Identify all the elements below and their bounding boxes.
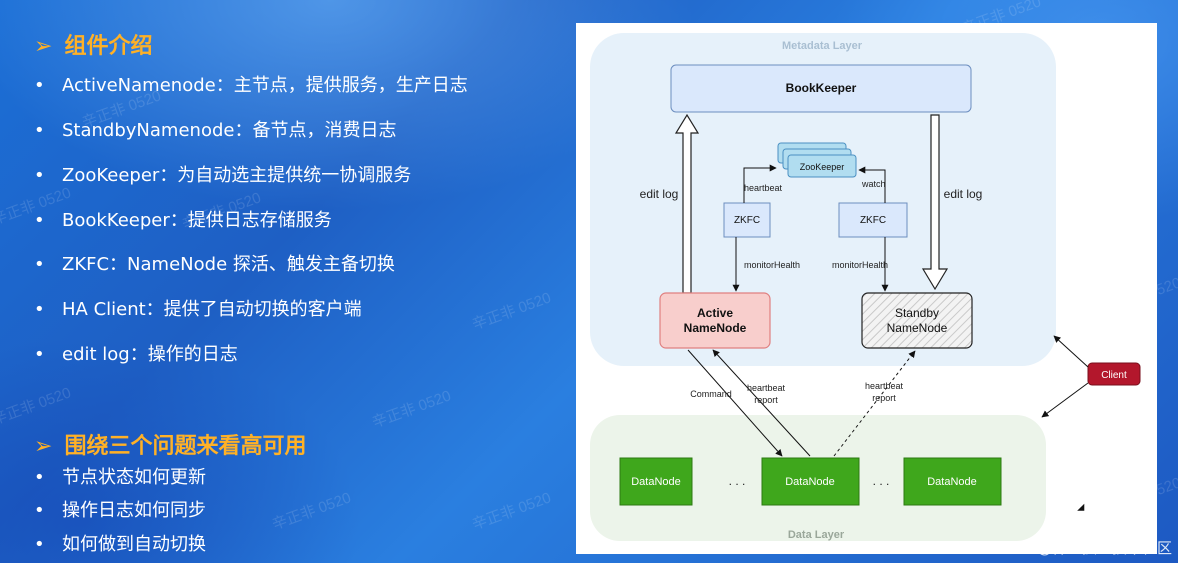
list-item-text: BookKeeper：提供日志存储服务 xyxy=(62,210,332,231)
list-item-text: 节点状态如何更新 xyxy=(62,467,206,488)
ellipsis-right: . . . xyxy=(873,474,890,488)
list-item-text: StandbyNamenode：备节点，消费日志 xyxy=(62,120,397,141)
list-item-text: 如何做到自动切换 xyxy=(62,534,206,555)
datanode-box xyxy=(619,457,693,506)
list-item: • BookKeeper：提供日志存储服务 xyxy=(34,206,332,232)
watch-label: watch xyxy=(861,179,886,189)
datanode-box xyxy=(903,457,1002,506)
section-title-text: 围绕三个问题来看高可用 xyxy=(64,434,307,459)
list-item: • ZKFC：NameNode 探活、触发主备切换 xyxy=(34,250,395,276)
active-namenode-line1: Active xyxy=(697,306,733,320)
edit-log-left-label: edit log xyxy=(640,187,679,201)
data-layer-label: Data Layer xyxy=(788,529,845,541)
edit-log-down-arrow xyxy=(921,114,949,291)
architecture-diagram-panel: Metadata Layer Data Layer BookKeeper edi… xyxy=(576,23,1157,554)
zookeeper-label: ZooKeeper xyxy=(800,162,845,172)
watch-arrow xyxy=(858,166,886,203)
list-item: • HA Client：提供了自动切换的客户端 xyxy=(34,295,362,321)
bullet-icon: • xyxy=(34,254,45,275)
client-label: Client xyxy=(1101,370,1127,381)
list-item-text: 操作日志如何同步 xyxy=(62,500,206,521)
standby-namenode-line2: NameNode xyxy=(887,321,948,335)
datanode-label: DataNode xyxy=(785,476,835,488)
list-item-text: ZooKeeper：为自动选主提供统一协调服务 xyxy=(62,165,412,186)
heartbeat-report-standby-arrow xyxy=(833,350,916,457)
list-item-text: edit log：操作的日志 xyxy=(62,344,238,365)
heartbeat-report-2-line2: report xyxy=(872,393,896,403)
bullet-icon: • xyxy=(34,75,45,96)
edit-log-up-arrow xyxy=(674,113,700,294)
list-item-text: ZKFC：NameNode 探活、触发主备切换 xyxy=(62,254,395,275)
architecture-diagram: Metadata Layer Data Layer BookKeeper edi… xyxy=(590,33,1141,541)
bullet-icon: • xyxy=(34,500,45,521)
heartbeat-label: heartbeat xyxy=(744,183,783,193)
section-title-components: ➢ 组件介绍 xyxy=(34,28,152,60)
datanode-label: DataNode xyxy=(631,476,681,488)
list-item: • edit log：操作的日志 xyxy=(34,340,238,366)
datanode-label: DataNode xyxy=(927,476,977,488)
list-item: • ActiveNamenode：主节点，提供服务，生产日志 xyxy=(34,71,468,97)
list-item-text: ActiveNamenode：主节点，提供服务，生产日志 xyxy=(62,75,468,96)
section-title-text: 组件介绍 xyxy=(64,34,153,59)
bullet-icon: • xyxy=(34,165,45,186)
active-namenode-line2: NameNode xyxy=(684,321,747,335)
list-item: • 节点状态如何更新 xyxy=(34,463,206,489)
standby-namenode-box xyxy=(861,292,973,349)
bullet-icon: • xyxy=(34,210,45,231)
client-box xyxy=(1087,362,1141,386)
arrow-bullet-icon: ➢ xyxy=(34,434,53,459)
bullet-icon: • xyxy=(34,344,45,365)
list-item: • 操作日志如何同步 xyxy=(34,496,206,522)
heartbeat-arrow xyxy=(743,164,777,203)
ellipsis-left: . . . xyxy=(729,474,746,488)
arrow-bullet-icon: ➢ xyxy=(34,34,53,59)
zkfc-left-box xyxy=(723,202,771,238)
client-to-metadata-arrow xyxy=(1053,335,1089,368)
section-title-questions: ➢ 围绕三个问题来看高可用 xyxy=(34,428,306,460)
list-item-text: HA Client：提供了自动切换的客户端 xyxy=(62,299,362,320)
bookkeeper-box xyxy=(670,64,972,113)
bullet-icon: • xyxy=(34,467,45,488)
standby-namenode-line1: Standby xyxy=(895,306,939,320)
active-namenode-box xyxy=(659,292,771,349)
heartbeat-report-2-line1: heartbeat xyxy=(865,381,904,391)
heartbeat-report-1-line2: report xyxy=(754,395,778,405)
edit-log-right-label: edit log xyxy=(944,187,983,201)
heartbeat-report-active-arrow xyxy=(712,349,811,457)
zookeeper-box xyxy=(787,154,857,178)
zkfc-right-box xyxy=(838,202,908,238)
monitor-health-left-label: monitorHealth xyxy=(744,260,800,270)
list-item: • ZooKeeper：为自动选主提供统一协调服务 xyxy=(34,161,411,187)
bullet-icon: • xyxy=(34,534,45,555)
bookkeeper-label: BookKeeper xyxy=(786,81,857,95)
heartbeat-report-1-line1: heartbeat xyxy=(747,383,786,393)
list-item: • StandbyNamenode：备节点，消费日志 xyxy=(34,116,396,142)
bullet-icon: • xyxy=(34,120,45,141)
text-column: ➢ 组件介绍 • ActiveNamenode：主节点，提供服务，生产日志 • Sta… xyxy=(0,0,570,563)
command-label: Command xyxy=(690,389,732,399)
list-item: • 如何做到自动切换 xyxy=(34,530,206,556)
client-to-data-arrow xyxy=(1041,382,1089,418)
site-watermark: @稀土掘金技术社区 xyxy=(1036,539,1172,557)
command-arrow xyxy=(687,349,783,457)
monitor-health-right-label: monitorHealth xyxy=(832,260,888,270)
metadata-layer-label: Metadata Layer xyxy=(782,40,863,52)
zkfc-left-label: ZKFC xyxy=(734,215,760,226)
bullet-icon: • xyxy=(34,299,45,320)
datanode-box xyxy=(761,457,860,506)
zkfc-right-label: ZKFC xyxy=(860,215,886,226)
